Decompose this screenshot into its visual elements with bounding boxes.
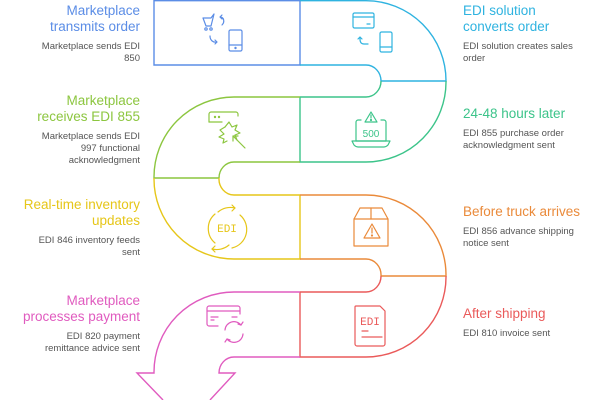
edi-cycle-text: EDI [217,224,237,236]
step-3-text: Marketplace receives EDI 855 Marketplace… [0,93,140,167]
step-7-title-line: processes payment [22,309,140,324]
step-4-title-line: 24-48 hours later [463,106,566,121]
step-6-desc-line: notice sent [463,238,509,249]
edi-document-icon: EDI [354,305,386,347]
step-2-desc-line: order [463,53,486,64]
step-4-desc-line: EDI 855 purchase order [463,128,564,139]
click-burst-icon [208,111,246,149]
cart-phone-exchange-icon [202,13,243,52]
step-1-title: Marketplace transmits order [0,3,140,35]
step-3-title: Marketplace receives EDI 855 [0,93,140,125]
step-5-text: Real-time inventory updates EDI 846 inve… [0,197,140,259]
step-7-text: Marketplace processes payment EDI 820 pa… [0,293,140,355]
step-6-title-line: Before truck arrives [463,204,581,219]
edi-document-text: EDI [360,317,380,329]
package-warning-icon [353,207,389,247]
step-7-title: Marketplace processes payment [0,293,140,325]
step-6-desc-line: EDI 856 advance shipping [463,226,574,237]
step-2-title: EDI solution converts order [463,3,600,35]
step-5-desc-line: sent [122,247,140,258]
step-1-desc-line: 850 [124,53,140,64]
step-2-desc-line: EDI solution creates sales [463,41,573,52]
step-1-title-line: Marketplace [66,3,140,18]
step-8-description: EDI 810 invoice sent [463,328,600,340]
step-3-title-line: receives EDI 855 [37,109,140,124]
step-7-description: EDI 820 payment remittance advice sent [0,331,140,355]
step-4-description: EDI 855 purchase order acknowledgment se… [463,128,600,152]
step-6-description: EDI 856 advance shipping notice sent [463,226,600,250]
segment-step-8 [299,275,447,358]
step-7-desc-line: remittance advice sent [44,343,140,354]
step-4-text: 24-48 hours later EDI 855 purchase order… [463,106,600,152]
step-1-desc-line: Marketplace sends EDI [41,41,140,52]
step-5-title: Real-time inventory updates [0,197,140,229]
step-3-title-line: Marketplace [66,93,140,108]
step-4-desc-line: acknowledgment sent [463,140,555,151]
step-6-title: Before truck arrives [463,204,600,220]
step-4-title: 24-48 hours later [463,106,600,122]
step-1-description: Marketplace sends EDI 850 [0,41,140,65]
step-3-description: Marketplace sends EDI 997 functional ack… [0,131,140,167]
segment-step-3 [153,96,300,179]
step-1-title-line: transmits order [49,19,140,34]
step-2-title-line: EDI solution [463,3,536,18]
segment-step-7 [135,291,300,400]
segment-step-2 [300,0,447,82]
laptop-500-warning-icon: 500 [351,111,391,148]
segment-step-4 [299,80,447,163]
step-5-title-line: Real-time inventory [23,197,140,212]
step-3-desc-line: acknowledgment [68,155,140,166]
step-7-desc-line: EDI 820 payment [66,331,140,342]
step-7-title-line: Marketplace [66,293,140,308]
step-2-text: EDI solution converts order EDI solution… [463,3,600,65]
step-3-desc-line: Marketplace sends EDI [41,131,140,142]
step-5-description: EDI 846 inventory feeds sent [0,235,140,259]
step-2-title-line: converts order [463,19,550,34]
step-6-text: Before truck arrives EDI 856 advance shi… [463,204,600,250]
segment-step-5 [153,177,301,260]
step-5-title-line: updates [91,213,140,228]
step-5-desc-line: EDI 846 inventory feeds [38,235,140,246]
card-refresh-icon [206,305,244,343]
step-8-text: After shipping EDI 810 invoice sent [463,306,600,340]
laptop-500-text: 500 [363,129,380,140]
step-8-title: After shipping [463,306,600,322]
step-2-description: EDI solution creates sales order [463,41,600,65]
segment-step-6 [300,194,447,277]
segment-step-1 [153,0,301,66]
step-1-text: Marketplace transmits order Marketplace … [0,3,140,65]
step-8-title-line: After shipping [463,306,546,321]
step-3-desc-line: 997 functional [80,143,140,154]
edi-cycle-icon: EDI [207,204,248,253]
step-8-desc-line: EDI 810 invoice sent [463,328,551,339]
card-to-phone-icon [352,12,393,53]
